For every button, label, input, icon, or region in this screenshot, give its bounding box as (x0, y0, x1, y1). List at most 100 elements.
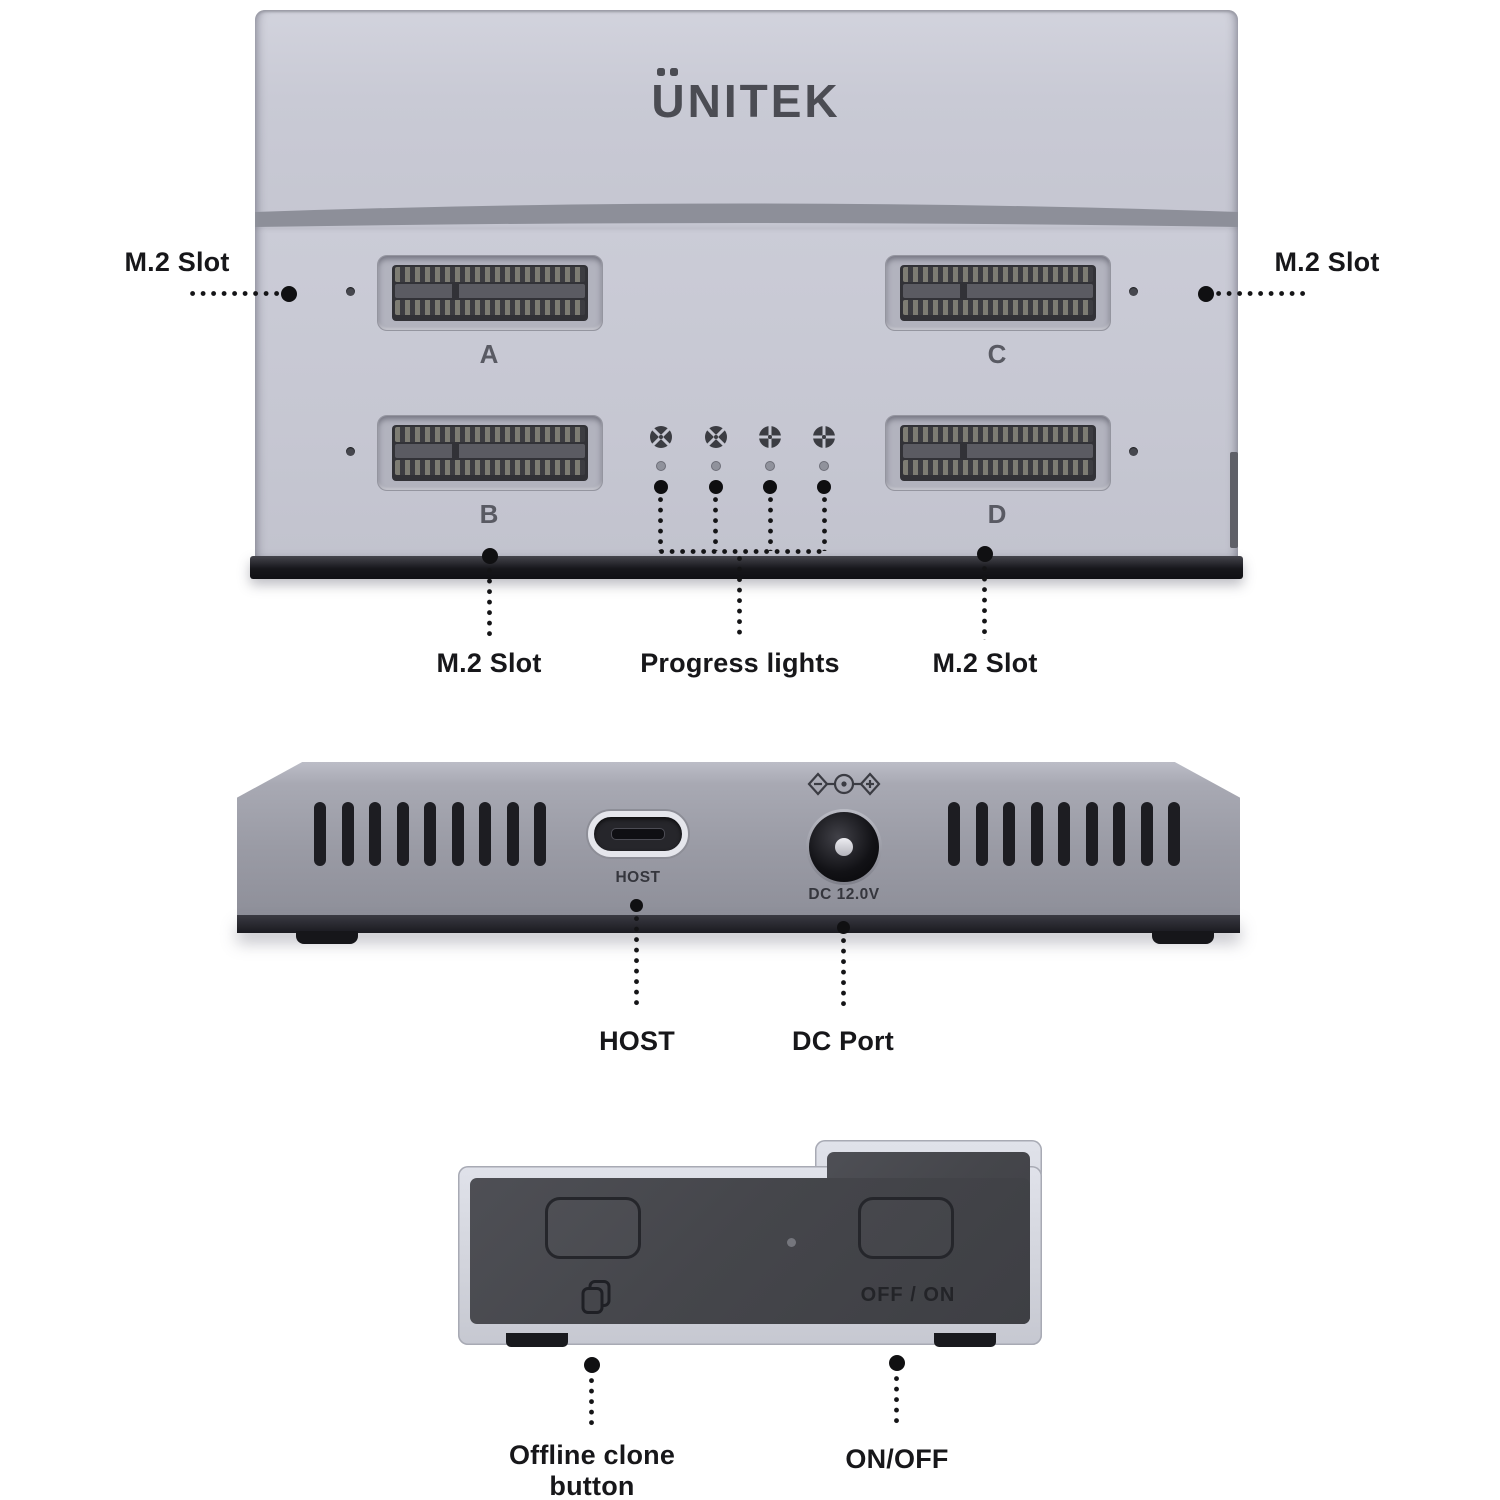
progress-light-icon (758, 425, 782, 449)
callout-dc-port: DC Port (792, 1026, 894, 1056)
leader-line (190, 291, 280, 296)
usb-c-tongue (611, 828, 665, 840)
vent-slot (1141, 802, 1153, 866)
leader-line (894, 1376, 899, 1428)
usb-c-host-port (588, 811, 688, 857)
callout-m2-slot-left: M.2 Slot (124, 247, 230, 277)
rear-view-base (237, 915, 1240, 933)
leader-line (487, 568, 492, 640)
slot-letter-b: B (479, 499, 499, 529)
side-notch (1230, 452, 1238, 548)
leader-anchor-dot (482, 548, 498, 564)
progress-light-icon (650, 426, 672, 448)
slot-b-led (346, 447, 355, 456)
m2-connector (900, 265, 1096, 321)
callout-m2-slot-d: M.2 Slot (932, 648, 1038, 678)
leader-anchor-dot (654, 480, 668, 494)
callout-host: HOST (599, 1026, 675, 1056)
dc-power-jack (806, 809, 882, 885)
leader-line (589, 1378, 594, 1428)
leader-line (737, 556, 742, 640)
leader-anchor-dot (837, 921, 850, 934)
vent-slot (1031, 802, 1043, 866)
m2-slot-c (885, 255, 1111, 331)
m2-slot-b (377, 415, 603, 491)
slot-a-led (346, 287, 355, 296)
m2-slot-a (377, 255, 603, 331)
front-panel (470, 1178, 1030, 1324)
m2-connector (900, 425, 1096, 481)
leader-line (634, 916, 639, 1010)
slot-c-led (1129, 287, 1138, 296)
leader-line (659, 549, 826, 554)
leader-anchor-dot (584, 1357, 600, 1373)
leader-anchor-dot (281, 286, 297, 302)
power-switch-text: OFF / ON (860, 1284, 956, 1306)
leader-line (841, 938, 846, 1010)
dc-jack-pin (835, 838, 853, 856)
host-port-text: HOST (615, 869, 661, 886)
leader-anchor-dot (1198, 286, 1214, 302)
panel-led (787, 1238, 796, 1247)
vent-slot (1003, 802, 1015, 866)
progress-led (711, 461, 721, 471)
top-view-front-edge (250, 556, 1243, 579)
slot-letter-c: C (987, 339, 1007, 369)
vent-slot (1168, 802, 1180, 866)
vent-slot (507, 802, 519, 866)
rubber-foot (1152, 931, 1214, 944)
vent-slot (948, 802, 960, 866)
leader-anchor-dot (817, 480, 831, 494)
callout-offline-clone: Offline clone button (508, 1440, 676, 1500)
slot-letter-d: D (987, 499, 1007, 529)
lid-arch-band (255, 203, 1238, 227)
slot-d-led (1129, 447, 1138, 456)
leader-line (658, 497, 663, 551)
dc-port-text: DC 12.0V (808, 886, 880, 903)
leader-anchor-dot (889, 1355, 905, 1371)
vent-slot (397, 802, 409, 866)
clone-icon (581, 1280, 611, 1314)
callout-on-off: ON/OFF (845, 1444, 949, 1474)
progress-light-icon (705, 426, 727, 448)
leader-line (982, 566, 987, 640)
vent-slot (452, 802, 464, 866)
top-view-lid (255, 10, 1238, 230)
vent-slot (534, 802, 546, 866)
m2-slot-d (885, 415, 1111, 491)
slot-letter-a: A (479, 339, 499, 369)
m2-connector (392, 265, 588, 321)
offline-clone-button (545, 1197, 641, 1259)
vent-slot (976, 802, 988, 866)
dc-jack-barrel (809, 812, 879, 882)
vent-slot (314, 802, 326, 866)
leader-line (768, 497, 773, 551)
power-button (858, 1197, 954, 1259)
vent-slot (1086, 802, 1098, 866)
rubber-foot (506, 1333, 568, 1347)
vent-slot (424, 802, 436, 866)
vent-slot (369, 802, 381, 866)
callout-progress-lights: Progress lights (640, 648, 840, 678)
callout-m2-slot-b: M.2 Slot (436, 648, 542, 678)
leader-anchor-dot (630, 899, 643, 912)
m2-connector (392, 425, 588, 481)
callout-m2-slot-right: M.2 Slot (1274, 247, 1380, 277)
vent-slot (479, 802, 491, 866)
vent-slot (1058, 802, 1070, 866)
leader-line (822, 497, 827, 551)
leader-line (1216, 291, 1306, 296)
leader-anchor-dot (977, 546, 993, 562)
progress-light-icon (812, 425, 836, 449)
leader-anchor-dot (709, 480, 723, 494)
progress-led (656, 461, 666, 471)
rubber-foot (296, 931, 358, 944)
progress-led (819, 461, 829, 471)
leader-line (713, 497, 718, 551)
progress-led (765, 461, 775, 471)
rubber-foot (934, 1333, 996, 1347)
brand-logo: UNITEK (651, 75, 841, 127)
brand-logo-umlaut-dots-icon (657, 68, 687, 77)
dc-polarity-icon (807, 772, 881, 796)
